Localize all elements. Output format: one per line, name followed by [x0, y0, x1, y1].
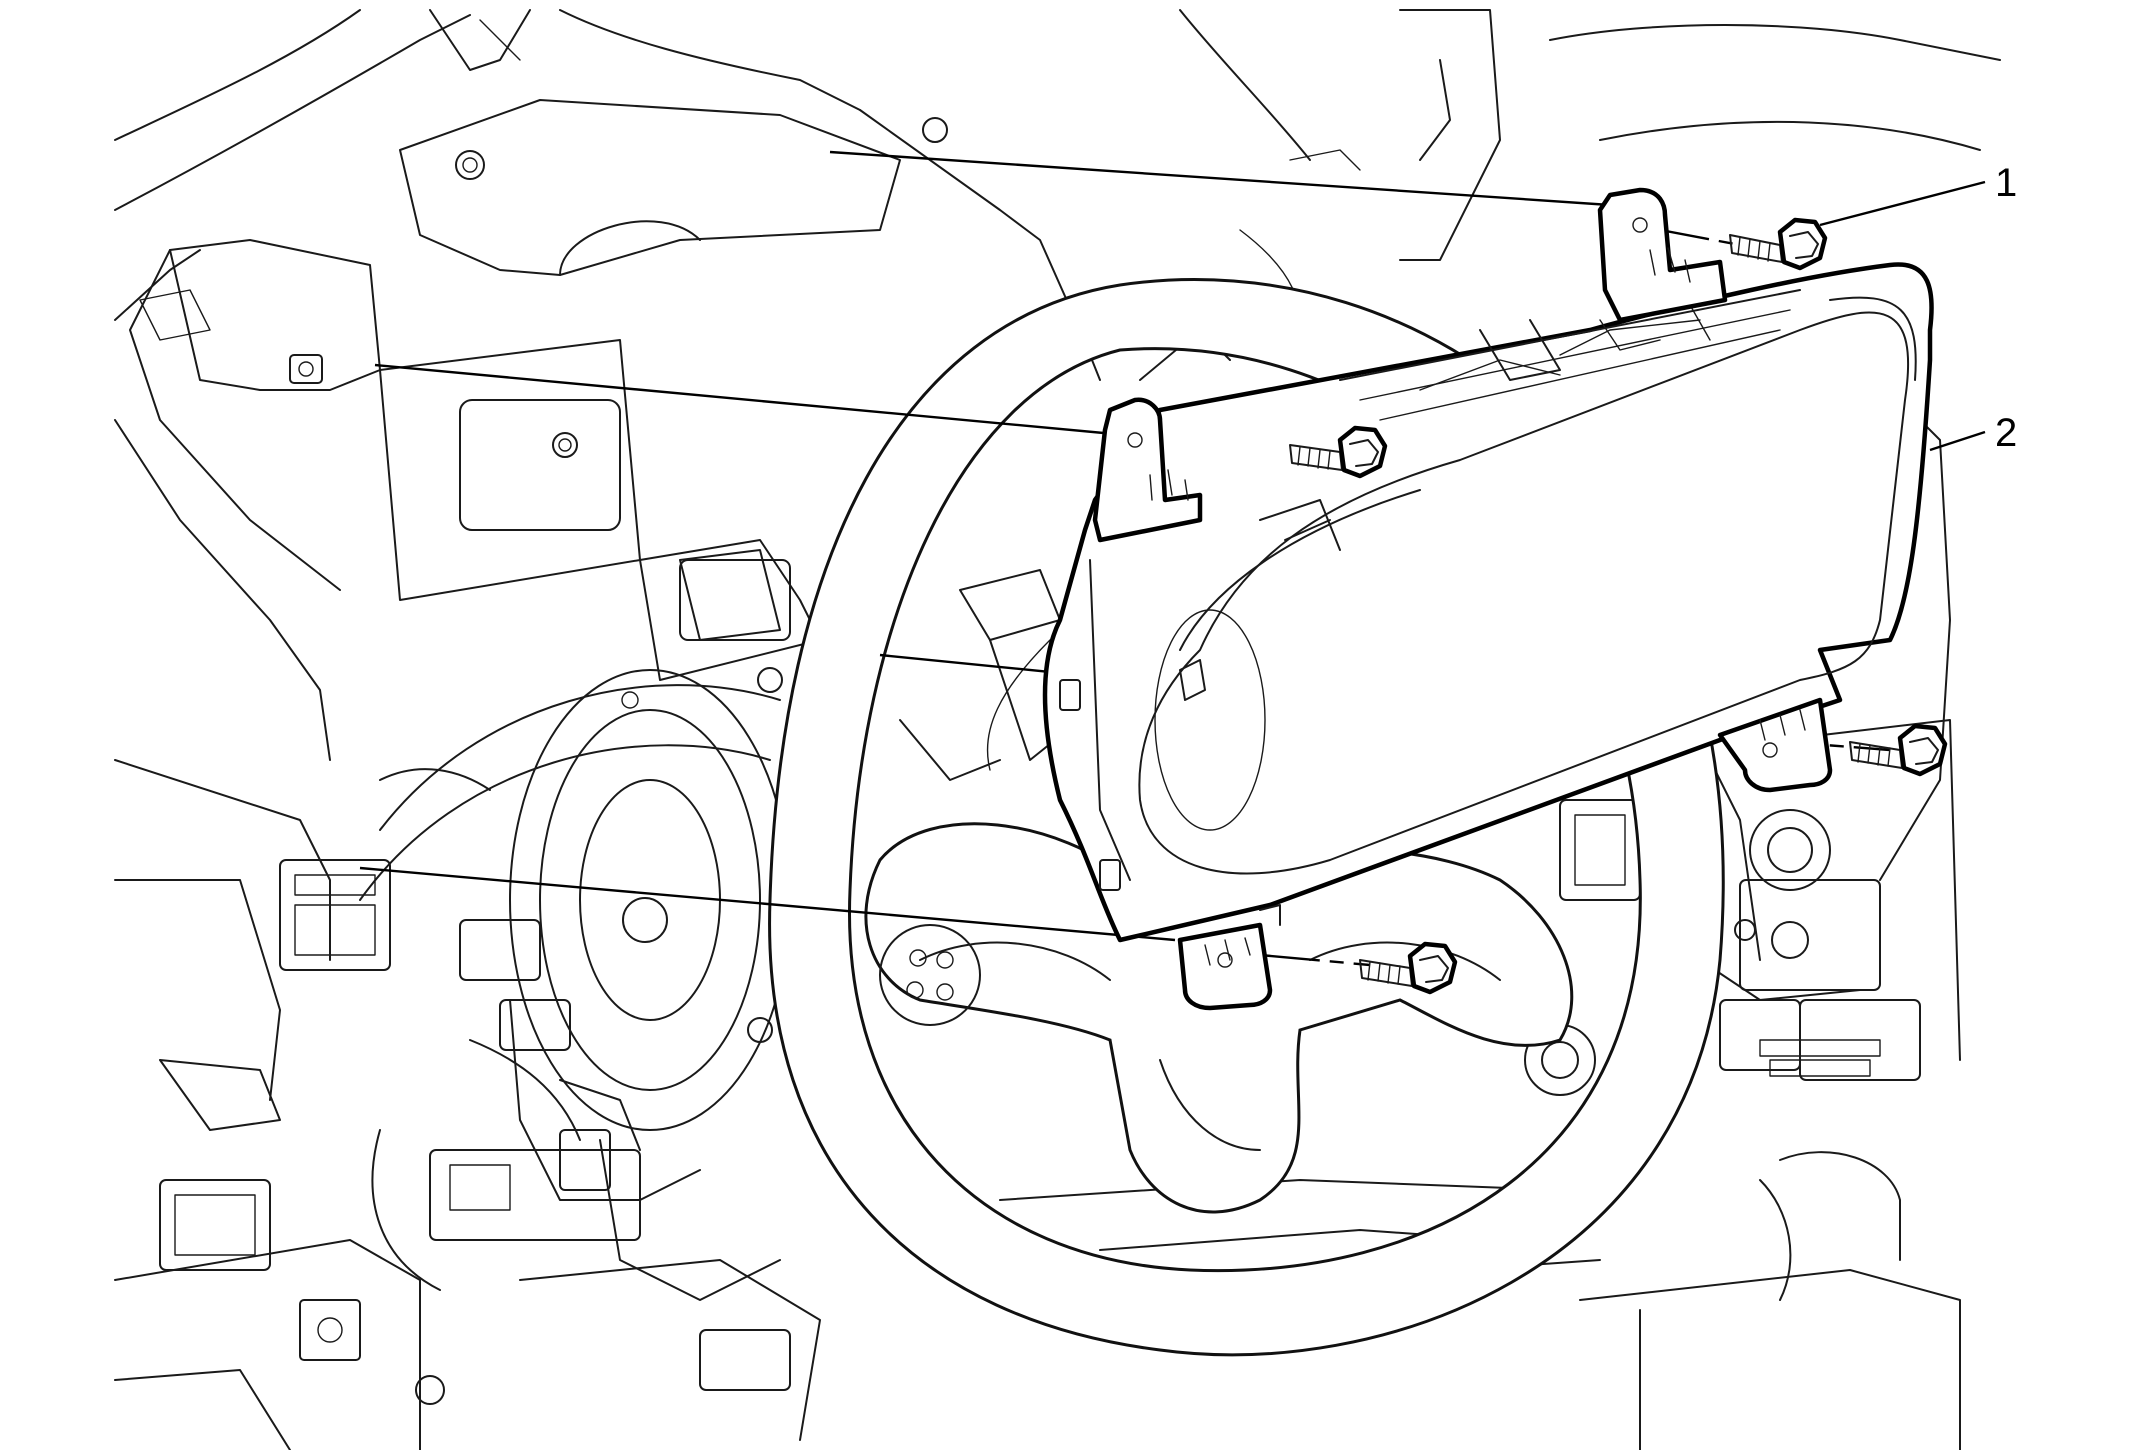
instrument-cluster: [1042, 262, 1934, 943]
callout-2-label: 2: [1995, 411, 2017, 455]
bolt-top-left: [1289, 425, 1388, 479]
bolt-left-bottom: [1359, 941, 1458, 995]
bolts: [1289, 217, 1948, 995]
callout-1-label: 1: [1995, 161, 2017, 205]
bolt-top-right: [1729, 217, 1828, 271]
bolt-right-bottom: [1849, 723, 1948, 777]
cluster-mounting-brackets: [1092, 187, 1833, 1011]
callouts: 1 2: [1819, 161, 2017, 455]
